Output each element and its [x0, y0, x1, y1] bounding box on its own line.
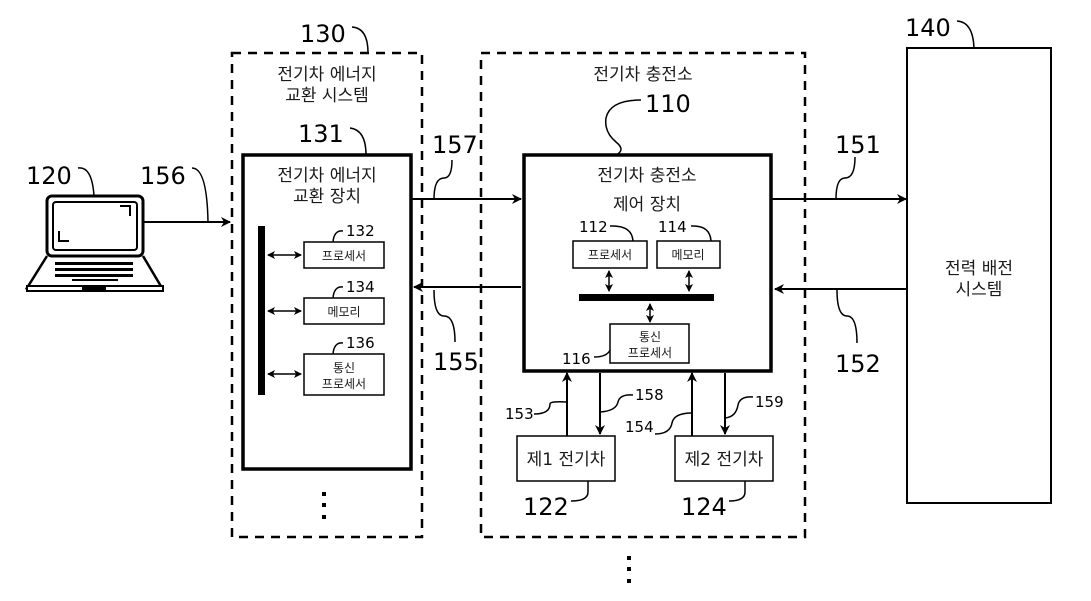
link-151-leader [835, 156, 856, 200]
link-158-leader [599, 394, 634, 413]
station-memory-label: 메모리 [671, 248, 704, 262]
vehicle-2-leader [728, 481, 746, 502]
link-159-ref: 159 [755, 393, 784, 411]
vehicle-2-label: 제2 전기차 [685, 450, 764, 470]
station-processor-leader [609, 225, 634, 242]
link-159-leader [724, 396, 754, 419]
station-comm-box [609, 323, 690, 364]
station-controller-bus [579, 294, 714, 301]
station-controller-ref: 110 [645, 90, 691, 118]
exchange-memory-box [303, 297, 385, 325]
exchange-memory-ref: 134 [346, 278, 375, 296]
charging-station-boundary [479, 51, 807, 539]
station-controller-title-1: 전기차 충전소 [597, 166, 696, 186]
exchange-processor-label: 프로세서 [322, 249, 366, 263]
station-memory-ref: 114 [658, 218, 687, 236]
power-distribution-box [906, 47, 1052, 504]
link-157-leader [433, 159, 453, 200]
station-comm-leader [593, 349, 611, 358]
vehicle-1-leader [570, 481, 589, 502]
link-152-leader [836, 289, 858, 344]
link-154-leader [654, 412, 693, 435]
exchange-device-ref: 131 [298, 120, 344, 148]
station-controller-title-2: 제어 장치 [613, 195, 681, 215]
exchange-system-title-2: 교환 시스템 [285, 86, 369, 106]
exchange-system-title-1: 전기차 에너지 [277, 65, 376, 85]
station-processor-ref: 112 [579, 218, 608, 236]
charging-station-title: 전기차 충전소 [593, 65, 692, 85]
vehicle-1-label: 제1 전기차 [527, 450, 606, 470]
power-distribution-label-1: 전력 배전 [945, 259, 1013, 279]
exchange-comm-label-2: 프로세서 [322, 377, 366, 391]
exchange-comm-label-1: 통신 [333, 361, 355, 375]
vehicle-1-box [516, 435, 616, 482]
link-153-leader [533, 401, 568, 415]
exchange-comm-leader [332, 342, 344, 355]
station-comm-label-1: 통신 [639, 330, 661, 344]
exchange-comm-ref: 136 [346, 334, 375, 352]
station-memory-box [656, 240, 721, 269]
charging-station-more-indicator [627, 556, 631, 583]
vehicle-2-ref: 124 [681, 493, 727, 521]
exchange-processor-leader [332, 230, 344, 243]
vehicle-2-box [674, 435, 774, 482]
link-158-ref: 158 [635, 386, 664, 404]
vehicle-1-ref: 122 [523, 493, 569, 521]
link-153-ref: 153 [505, 405, 534, 423]
station-processor-label: 프로세서 [588, 248, 632, 262]
power-distribution-label-2: 시스템 [956, 280, 1003, 300]
exchange-system-more-indicator [322, 492, 326, 519]
exchange-processor-ref: 132 [346, 222, 375, 240]
power-distribution-leader [956, 20, 975, 49]
exchange-memory-label: 메모리 [327, 305, 360, 319]
exchange-system-ref: 130 [300, 20, 346, 48]
exchange-system-leader [351, 26, 369, 54]
exchange-memory-leader [332, 286, 344, 299]
link-151-ref: 151 [835, 131, 881, 159]
station-memory-leader [690, 225, 712, 242]
link-156-ref: 156 [140, 162, 186, 190]
exchange-comm-box [303, 353, 385, 396]
link-155-ref: 155 [433, 348, 479, 376]
laptop-ref: 120 [26, 162, 72, 190]
station-controller-leader [604, 99, 642, 156]
link-156-leader [191, 167, 209, 223]
station-comm-label-2: 프로세서 [628, 346, 672, 360]
exchange-processor-box [303, 241, 385, 269]
power-distribution-ref: 140 [905, 14, 951, 42]
exchange-device-title-2: 교환 장치 [293, 187, 361, 207]
station-processor-box [572, 240, 648, 269]
link-152-ref: 152 [835, 350, 881, 378]
exchange-device-leader [349, 127, 367, 156]
exchange-device-title-1: 전기차 에너지 [277, 166, 376, 186]
exchange-system-boundary [230, 51, 424, 539]
laptop-leader [77, 167, 95, 197]
link-157-ref: 157 [432, 131, 478, 159]
exchange-device-bus [258, 226, 265, 395]
link-155-leader [433, 289, 456, 343]
laptop-icon [24, 194, 165, 292]
link-154-ref: 154 [625, 418, 654, 436]
station-comm-ref: 116 [562, 350, 591, 368]
